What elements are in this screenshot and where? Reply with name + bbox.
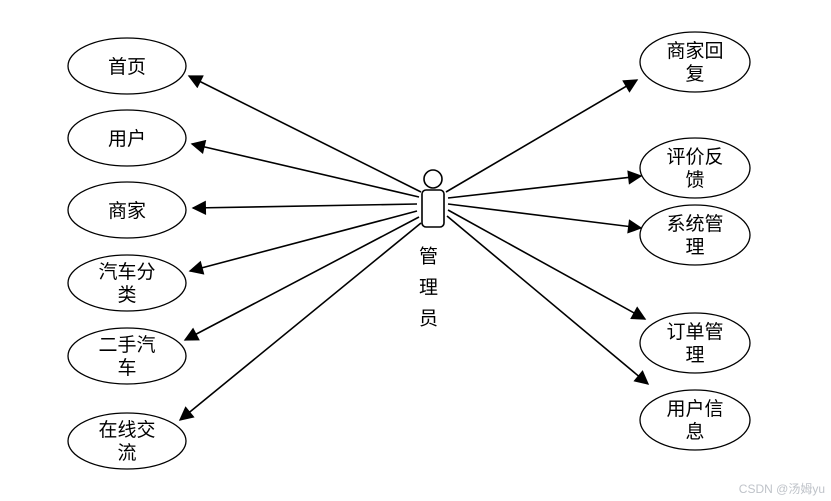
use-case-merchants: 商家 xyxy=(67,181,187,239)
use-case-label-line2: 车 xyxy=(117,357,136,379)
connector-system-management xyxy=(447,203,643,234)
use-case-merchant-reply: 商家回 复 xyxy=(639,31,751,93)
use-case-label-line2: 类 xyxy=(117,284,136,306)
actor-body xyxy=(421,189,445,228)
use-case-label: 商家 xyxy=(108,200,146,222)
use-case-ellipse xyxy=(67,327,187,385)
use-case-car-categories: 汽车分 类 xyxy=(67,254,187,312)
use-case-users: 用户 xyxy=(67,109,187,167)
use-case-label-line1: 汽车分 xyxy=(98,261,155,283)
connector-feedback xyxy=(447,170,643,199)
use-case-label-line2: 流 xyxy=(117,442,136,464)
use-case-label-line2: 馈 xyxy=(685,169,704,191)
use-case-ellipse xyxy=(639,31,751,93)
use-case-ellipse xyxy=(67,37,187,95)
actor-head xyxy=(423,169,443,189)
watermark: CSDN @汤姆yu xyxy=(738,482,825,496)
use-case-system-management: 系统管 理 xyxy=(639,204,751,266)
use-case-ellipse xyxy=(67,181,187,239)
use-case-label-line2: 理 xyxy=(685,345,704,366)
use-case-home: 首页 xyxy=(67,37,187,95)
use-case-order-management: 订单管 理 xyxy=(639,312,751,374)
actor-figure xyxy=(421,169,445,228)
use-case-ellipse xyxy=(639,137,751,199)
use-case-ellipse xyxy=(67,254,187,312)
connector-order-management xyxy=(447,209,647,320)
use-case-used-cars: 二手汽 车 xyxy=(67,327,187,385)
use-case-ellipse xyxy=(639,389,751,451)
connector-online-chat xyxy=(178,222,422,421)
connector-user-info xyxy=(446,215,650,385)
use-case-online-chat: 在线交 流 xyxy=(67,412,187,470)
use-case-user-info: 用户信 息 xyxy=(639,389,751,451)
use-case-label-line1: 商家回 xyxy=(666,40,723,62)
use-case-label-line1: 在线交 xyxy=(98,419,155,441)
connector-merchants xyxy=(191,200,418,215)
connectors-left xyxy=(178,75,422,421)
connector-car-categories xyxy=(188,210,418,275)
use-case-label: 首页 xyxy=(108,56,146,78)
connector-used-cars xyxy=(183,216,420,341)
use-case-ellipse xyxy=(639,204,751,266)
use-case-ellipse xyxy=(639,312,751,374)
use-case-label-line1: 系统管 xyxy=(666,213,723,235)
use-case-label-line1: 二手汽 xyxy=(98,334,155,356)
use-case-label-line2: 息 xyxy=(685,421,704,443)
connector-users xyxy=(190,139,420,198)
connector-home xyxy=(187,75,422,193)
connectors-right xyxy=(445,79,650,385)
use-case-ellipse xyxy=(67,109,187,167)
use-case-label-line1: 订单管 xyxy=(666,321,723,343)
use-case-feedback: 评价反 馈 xyxy=(639,137,751,199)
use-case-label-line1: 评价反 xyxy=(666,146,723,168)
connector-merchant-reply xyxy=(445,79,639,193)
use-case-label-line2: 复 xyxy=(685,63,704,85)
use-case-label-line2: 理 xyxy=(685,237,704,258)
actor-label: 管理员 xyxy=(416,246,437,339)
use-case-ellipse xyxy=(67,412,187,470)
use-case-label: 用户 xyxy=(108,128,146,150)
use-case-label-line1: 用户信 xyxy=(666,398,723,420)
